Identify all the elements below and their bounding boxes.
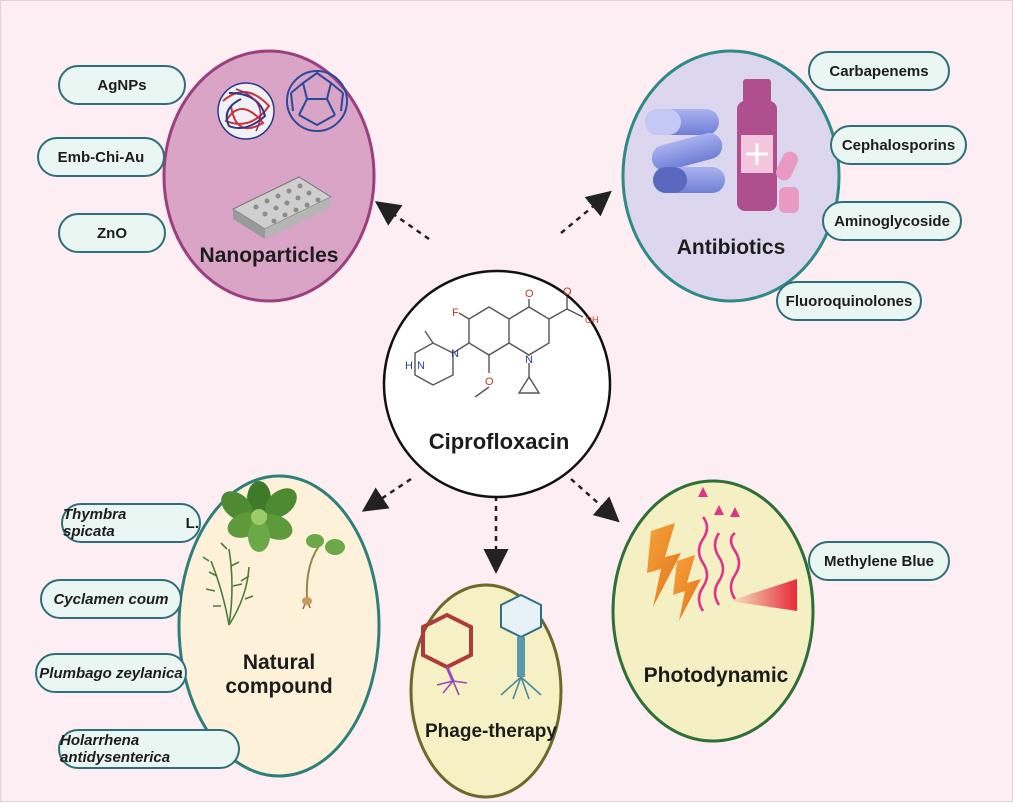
arrow-to-photodynamic (570, 478, 620, 523)
heat-wave-arrowheads (698, 487, 740, 517)
fullerene-icon (286, 70, 348, 132)
rosette-plant-icon (221, 481, 297, 552)
arrow-to-antibiotics (560, 190, 612, 234)
pill-emb-chi-au: Emb-Chi-Au (37, 137, 165, 177)
natural-compound-title: Natural compound (209, 651, 349, 699)
medicine-bottle-icon (737, 79, 777, 211)
atom-h: H (405, 360, 413, 372)
photodynamic-title: Photodynamic (643, 664, 789, 687)
pill-methylene-blue: Methylene Blue (808, 541, 950, 581)
porous-sheet-icon (231, 176, 333, 239)
thymbra-italic: Thymbra spicata (63, 506, 127, 540)
pill-cephalosporins: Cephalosporins (830, 125, 967, 165)
pill-icon (776, 151, 799, 213)
atom-nh: N (417, 360, 425, 372)
holarrhena-italic: Holarrhena antidysenterica (60, 732, 171, 766)
nanoparticles-circle (162, 49, 376, 303)
pill-zno: ZnO (58, 213, 166, 253)
atom-labels-n: N N N H (405, 348, 533, 372)
atom-f: F (452, 307, 459, 319)
atom-o-acid: O (563, 286, 572, 298)
pill-aminoglycoside: Aminoglycoside (822, 201, 962, 241)
atom-labels: F O O OH O (452, 286, 599, 388)
pill-agnps: AgNPs (58, 65, 186, 105)
phage-therapy-title: Phage-therapy (425, 721, 557, 742)
atom-o-methoxy: O (485, 376, 494, 388)
tangled-nanoparticle-icon (217, 82, 275, 140)
pill-fluoroquinolones: Fluoroquinolones (776, 281, 922, 321)
herb-sprig-icon (202, 542, 254, 626)
antibiotics-title: Antibiotics (676, 236, 786, 259)
atom-n-piperazine: N (451, 348, 459, 360)
arrow-to-natural (361, 477, 412, 512)
seedling-icon (302, 534, 345, 610)
heat-waves-icon (697, 516, 741, 612)
pill-plumbago-zeylanica: Plumbago zeylanica (35, 653, 187, 693)
natural-title-line2: compound (225, 675, 333, 699)
capsule-icon (645, 109, 725, 193)
ciprofloxacin-structure (414, 297, 584, 398)
connector-arrows (361, 190, 620, 574)
atom-o-ketone: O (525, 288, 534, 300)
ciprofloxacin-label: Ciprofloxacin (428, 429, 570, 454)
laser-beam-icon (729, 579, 797, 611)
atom-oh: OH (585, 315, 599, 325)
bacteriophage-icon (421, 593, 542, 700)
pill-cyclamen-coum: Cyclamen coum (40, 579, 182, 619)
atom-n-ring: N (525, 354, 533, 366)
plumbago-italic: Plumbago zeylanica (39, 664, 183, 682)
thymbra-rest: L. (181, 514, 199, 532)
photodynamic-circle (611, 479, 815, 743)
pill-thymbra-spicata: Thymbra spicata L. (61, 503, 201, 543)
pill-holarrhena-antidysenterica: Holarrhena antidysenterica (58, 729, 240, 769)
pill-carbapenems: Carbapenems (808, 51, 950, 91)
arrow-to-nanoparticles (374, 201, 430, 241)
lightning-bolt-icon (647, 523, 701, 621)
cyclamen-italic: Cyclamen coum (53, 590, 169, 608)
nanoparticles-title: Nanoparticles (199, 244, 339, 267)
natural-title-line1: Natural (242, 651, 316, 674)
ciprofloxacin-circle (382, 269, 612, 499)
